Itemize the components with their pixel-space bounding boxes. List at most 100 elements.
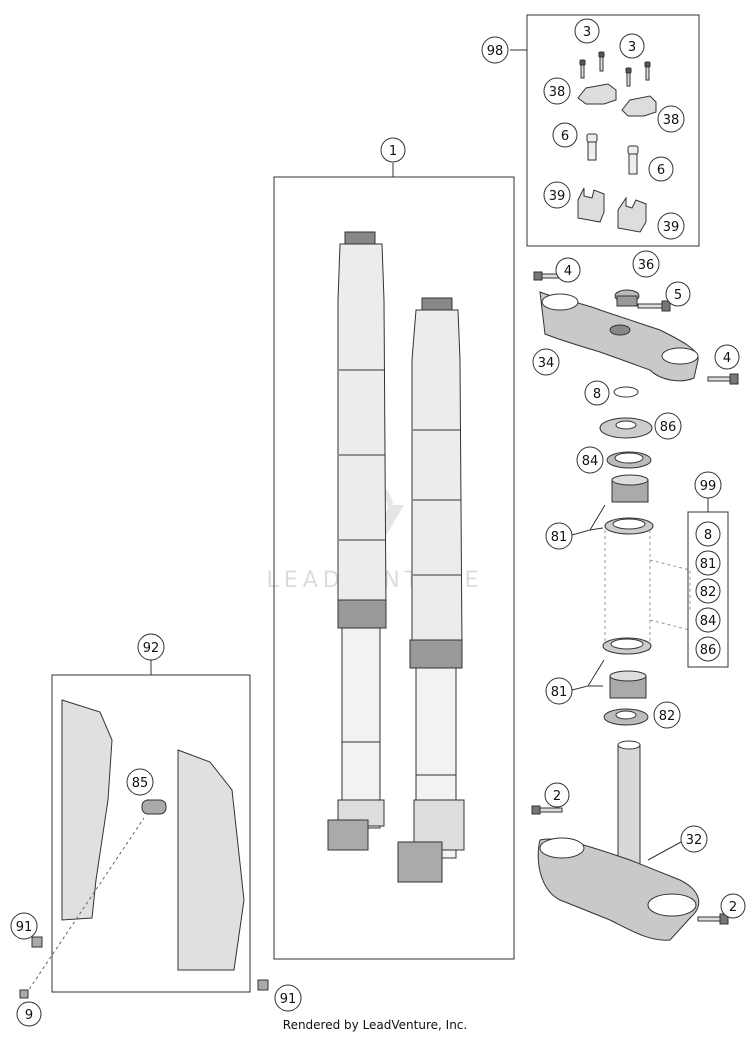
riser-39-right <box>617 196 647 233</box>
callout-3-right: 3 <box>619 33 645 59</box>
seal-86 <box>599 417 653 439</box>
svg-text:38: 38 <box>663 113 680 128</box>
clamp-38-left <box>577 83 617 105</box>
svg-text:1: 1 <box>389 144 397 159</box>
callout-84: 84 <box>576 446 604 474</box>
svg-text:2: 2 <box>553 789 561 804</box>
svg-text:84: 84 <box>582 454 599 469</box>
svg-text:34: 34 <box>538 356 555 371</box>
footer-credit: Rendered by LeadVenture, Inc. <box>282 1018 468 1032</box>
svg-text:82: 82 <box>659 709 676 724</box>
clamp-38-right <box>621 95 657 117</box>
bolt-5 <box>637 300 671 312</box>
svg-text:36: 36 <box>638 258 655 273</box>
svg-text:99: 99 <box>700 479 717 494</box>
svg-text:92: 92 <box>143 641 160 656</box>
o-ring-8 <box>613 386 639 398</box>
callout-39-right: 39 <box>657 212 685 240</box>
svg-text:6: 6 <box>561 129 569 144</box>
callout-5: 5 <box>665 281 691 307</box>
svg-text:91: 91 <box>16 920 33 935</box>
bolt-2-lower <box>697 913 729 925</box>
callout-36: 36 <box>632 250 660 278</box>
callout-32: 32 <box>680 825 708 853</box>
svg-text:8: 8 <box>704 528 712 543</box>
callout-38-left: 38 <box>543 77 571 105</box>
callout-91-right: 91 <box>274 984 302 1012</box>
dust-cap-84 <box>606 451 652 469</box>
svg-text:2: 2 <box>729 900 737 915</box>
screw-3-right <box>625 61 651 87</box>
fork-guard-right <box>177 749 245 971</box>
clip-85 <box>141 799 167 815</box>
svg-text:9: 9 <box>25 1008 33 1023</box>
riser-39-left <box>577 187 605 223</box>
callout-81-upper: 81 <box>545 522 573 550</box>
svg-text:81: 81 <box>551 685 568 700</box>
kit-98-box <box>526 14 700 247</box>
callout-1: 1 <box>380 137 406 163</box>
callout-85: 85 <box>126 768 154 796</box>
svg-text:81: 81 <box>700 557 717 572</box>
bolt-6-right <box>627 145 639 175</box>
steering-head-outline <box>604 530 651 651</box>
svg-text:82: 82 <box>700 585 717 600</box>
callout-99: 99 <box>694 471 722 499</box>
svg-text:86: 86 <box>700 643 717 658</box>
svg-text:86: 86 <box>660 420 677 435</box>
callout-4-upper: 4 <box>555 257 581 283</box>
svg-text:98: 98 <box>487 44 504 59</box>
screw-91-right <box>257 979 269 991</box>
svg-text:85: 85 <box>132 776 149 791</box>
callout-2-lower: 2 <box>720 893 746 919</box>
fork-leg-left <box>327 231 387 851</box>
fork-leg-right <box>397 297 465 883</box>
screw-9 <box>19 989 29 999</box>
svg-text:4: 4 <box>564 264 572 279</box>
bolt-4-lower <box>707 373 739 385</box>
race-81-lower <box>602 637 652 655</box>
svg-text:81: 81 <box>551 530 568 545</box>
svg-text:8: 8 <box>593 387 601 402</box>
cap-36 <box>614 289 640 307</box>
callout-6-right: 6 <box>648 156 674 182</box>
fork-guard-left <box>61 699 113 921</box>
callout-99-81: 81 <box>695 550 721 576</box>
callout-8: 8 <box>584 380 610 406</box>
screw-91-left <box>31 936 43 948</box>
callout-86: 86 <box>654 412 682 440</box>
callout-4-lower: 4 <box>714 344 740 370</box>
callout-39-left: 39 <box>543 181 571 209</box>
callout-9: 9 <box>16 1001 42 1027</box>
callout-2-upper: 2 <box>544 782 570 808</box>
callout-81-lower: 81 <box>545 677 573 705</box>
upper-triple-clamp <box>539 291 699 382</box>
callout-99-86: 86 <box>695 636 721 662</box>
callout-92: 92 <box>137 633 165 661</box>
callout-99-82: 82 <box>695 578 721 604</box>
svg-text:4: 4 <box>723 351 731 366</box>
lower-triple-clamp <box>537 740 700 941</box>
race-81-upper <box>604 517 654 535</box>
svg-text:39: 39 <box>549 189 566 204</box>
callout-99-84: 84 <box>695 607 721 633</box>
svg-text:32: 32 <box>686 833 703 848</box>
bolt-2-upper <box>531 805 563 815</box>
svg-text:91: 91 <box>280 992 297 1007</box>
callout-38-right: 38 <box>657 105 685 133</box>
callout-34: 34 <box>532 348 560 376</box>
callout-99-8: 8 <box>695 521 721 547</box>
callout-82: 82 <box>653 701 681 729</box>
svg-text:3: 3 <box>628 40 636 55</box>
svg-text:5: 5 <box>674 288 682 303</box>
callout-3-left: 3 <box>574 18 600 44</box>
svg-text:3: 3 <box>583 25 591 40</box>
screw-3-left <box>579 51 605 79</box>
svg-text:6: 6 <box>657 163 665 178</box>
svg-text:38: 38 <box>549 85 566 100</box>
bearing-81-lower <box>609 670 647 699</box>
fork-assembly-box <box>273 176 515 960</box>
callout-91-left: 91 <box>10 912 38 940</box>
svg-text:39: 39 <box>663 220 680 235</box>
